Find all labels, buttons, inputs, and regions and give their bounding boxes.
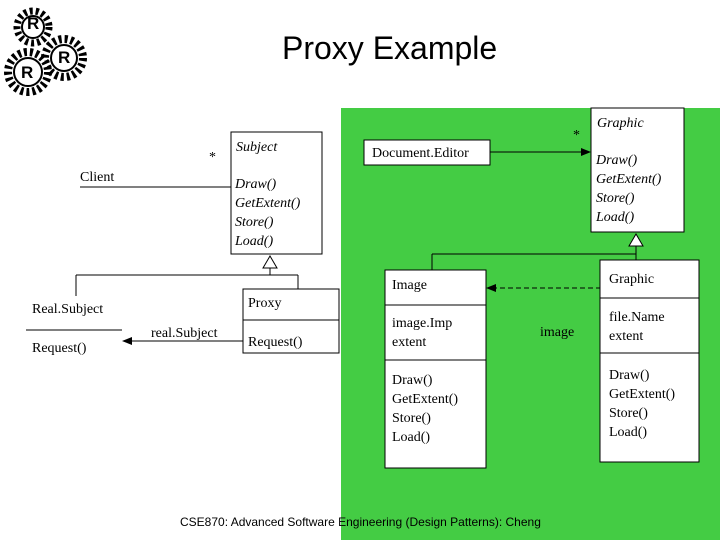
image-box bbox=[384, 269, 487, 469]
document-editor-box bbox=[363, 139, 491, 166]
graphic-real-operations: Draw() GetExtent() Store() Load() bbox=[609, 368, 676, 440]
image-graphic-arrowhead bbox=[486, 284, 496, 292]
subject-operations: Draw() GetExtent() Store() Load() bbox=[235, 177, 301, 249]
logo-letter-left: R bbox=[21, 63, 34, 82]
graphic-abstract-name: Graphic bbox=[597, 116, 644, 131]
logo-letter-top: R bbox=[27, 14, 40, 33]
graphic-abstract-operations: Draw() GetExtent() Store() Load() bbox=[596, 153, 662, 225]
subject-box bbox=[230, 131, 323, 255]
proxy-association-label: real.Subject bbox=[151, 326, 218, 341]
graphic-real-attributes: file.Name extent bbox=[609, 310, 665, 344]
real-subject-name: Real.Subject bbox=[32, 302, 104, 317]
document-editor-name: Document.Editor bbox=[372, 146, 469, 161]
graphic-real-box bbox=[599, 259, 700, 463]
real-subject-operations: Request() bbox=[32, 341, 87, 356]
subject-inheritance-triangle bbox=[262, 255, 278, 269]
proxy-name: Proxy bbox=[248, 296, 282, 311]
logo-letter-right: R bbox=[58, 48, 71, 67]
slide-footer: CSE870: Advanced Software Engineering (D… bbox=[180, 515, 541, 529]
slide-title: Proxy Example bbox=[282, 30, 498, 66]
gear-logo-icon bbox=[4, 7, 87, 96]
client-label: Client bbox=[80, 170, 115, 185]
image-operations: Draw() GetExtent() Store() Load() bbox=[392, 373, 459, 445]
subject-multiplicity: * bbox=[209, 150, 216, 165]
proxy-realsubject-arrowhead bbox=[122, 337, 132, 345]
graphic-association-label: image bbox=[540, 325, 575, 340]
proxy-box bbox=[242, 288, 340, 354]
image-name: Image bbox=[392, 278, 427, 293]
image-attributes: image.Imp extent bbox=[392, 316, 453, 350]
graphic-real-name: Graphic bbox=[609, 272, 655, 287]
graphic-abstract-box bbox=[590, 107, 685, 233]
subject-name: Subject bbox=[236, 140, 278, 155]
proxy-operations: Request() bbox=[248, 335, 303, 350]
editor-graphic-arrowhead bbox=[581, 148, 591, 156]
graphic-multiplicity: * bbox=[573, 128, 580, 143]
